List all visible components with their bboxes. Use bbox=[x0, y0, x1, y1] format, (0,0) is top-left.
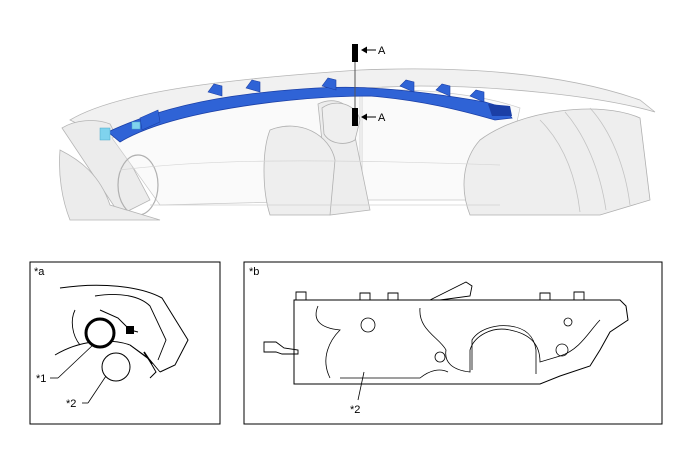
section-mark-bottom bbox=[352, 108, 358, 126]
airbag-tab-5 bbox=[435, 83, 451, 97]
front-headrest bbox=[321, 102, 361, 144]
chamber-seam-middle bbox=[419, 307, 601, 373]
front-seat bbox=[263, 125, 336, 216]
airbag-tab-6 bbox=[469, 89, 485, 103]
panel-a: *a *1 *2 bbox=[29, 261, 221, 425]
front-bracket bbox=[99, 127, 111, 141]
airbag-section-1 bbox=[84, 317, 116, 349]
section-arrow-top-head bbox=[361, 46, 367, 54]
airbag-outline bbox=[293, 299, 629, 385]
front-strap bbox=[429, 281, 473, 301]
airbag-tab-4 bbox=[399, 79, 415, 93]
airbag-front-end bbox=[139, 109, 161, 131]
rear-seat-rib-1 bbox=[539, 119, 581, 213]
pillar-clip bbox=[131, 121, 141, 130]
callout-2-leader bbox=[87, 375, 107, 404]
vent-hole-1 bbox=[360, 317, 376, 333]
vent-hole-4 bbox=[563, 317, 573, 327]
inflator bbox=[488, 104, 512, 116]
section-arrow-bottom-head bbox=[361, 113, 367, 121]
callout-b2-label: *2 bbox=[350, 404, 360, 416]
mount-tab-2 bbox=[359, 292, 371, 300]
vent-hole-3 bbox=[555, 343, 569, 357]
rear-bracket bbox=[263, 341, 299, 355]
airbag-section-2 bbox=[101, 352, 131, 382]
section-mark-top bbox=[352, 44, 358, 62]
panel-a-tag: *a bbox=[34, 266, 45, 278]
callout-1-leader bbox=[57, 343, 95, 379]
rear-seat bbox=[463, 108, 651, 216]
mount-tab-3 bbox=[387, 292, 399, 300]
callout-2-label: *2 bbox=[66, 398, 76, 410]
bracket-lower-2 bbox=[143, 351, 153, 365]
roof-inner-outline bbox=[94, 294, 167, 361]
section-label-bottom: A bbox=[378, 112, 386, 124]
mount-tab-4 bbox=[539, 292, 551, 300]
chamber-seam-main bbox=[315, 305, 341, 379]
chamber-seam-low bbox=[340, 369, 449, 379]
mount-tab-1 bbox=[295, 291, 307, 300]
rear-seat-rib-3 bbox=[589, 107, 631, 206]
section-label-top: A bbox=[378, 45, 386, 57]
inner-chamber bbox=[471, 325, 537, 374]
rear-seat-rib-2 bbox=[564, 111, 607, 211]
vent-hole-2 bbox=[434, 351, 446, 363]
curtain-airbag bbox=[107, 86, 513, 143]
mount-tab-5 bbox=[573, 291, 585, 300]
panel-b-tag: *b bbox=[249, 266, 259, 278]
a-pillar-left bbox=[61, 120, 151, 216]
bracket-lower bbox=[129, 344, 157, 379]
trim-line bbox=[71, 309, 81, 346]
bracket-clip bbox=[126, 326, 134, 334]
panel-b: *b *2 bbox=[243, 261, 663, 425]
airbag-tab-1 bbox=[207, 83, 223, 97]
vehicle-interior-view: A A bbox=[59, 44, 656, 221]
callout-1-label: *1 bbox=[36, 373, 46, 385]
roof-panel-outline bbox=[59, 284, 189, 373]
airbag-tab-2 bbox=[245, 79, 261, 93]
airbag-tab-3 bbox=[321, 77, 337, 91]
dashboard bbox=[59, 149, 161, 221]
callout-b2-leader bbox=[357, 371, 365, 401]
door-line bbox=[119, 160, 501, 171]
panel-a-frame bbox=[29, 261, 221, 425]
